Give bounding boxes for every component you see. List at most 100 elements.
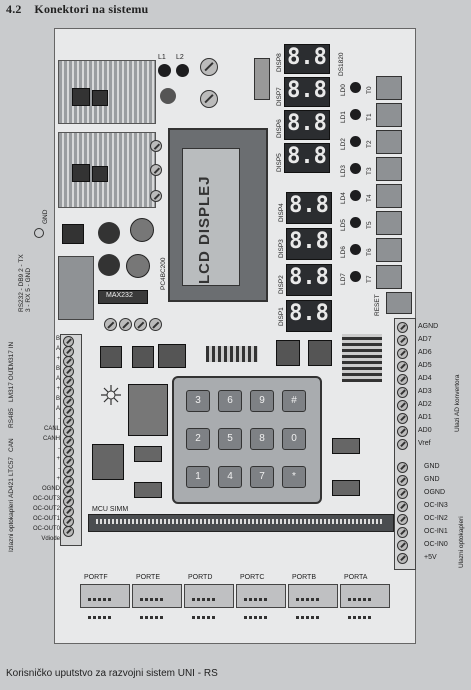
port-b-connector[interactable] (288, 584, 338, 619)
page-footer: Korisničko uputstvo za razvojni sistem U… (6, 668, 218, 679)
key-2[interactable]: 2 (186, 428, 210, 450)
key-star[interactable]: * (282, 466, 306, 488)
ic-chip (276, 340, 300, 366)
screw-icon (63, 526, 74, 537)
terminal-label: - (58, 466, 60, 472)
terminal-label: + (56, 386, 60, 392)
screw-icon (150, 140, 162, 152)
led-button-column (346, 76, 406, 296)
regulator-chip-3 (72, 164, 90, 182)
button-t2[interactable] (376, 130, 402, 154)
buzzer-icon (160, 88, 176, 104)
key-8[interactable]: 8 (250, 428, 274, 450)
port-d-label: PORTD (188, 574, 213, 581)
terminal-label: B (55, 336, 60, 342)
led-ld0 (350, 82, 361, 93)
button-t7[interactable] (376, 265, 402, 289)
ic-chip (134, 482, 162, 498)
disp8-label: DISP8 (276, 53, 283, 72)
display-right-group: 8.8 8.8 8.8 8.8 (284, 44, 334, 173)
key-3[interactable]: 3 (186, 390, 210, 412)
key-5[interactable]: 5 (218, 428, 242, 450)
led-l2 (176, 64, 189, 77)
disp1-label: DISP1 (278, 307, 285, 326)
port-f-connector[interactable] (80, 584, 130, 619)
terminal-label: - (58, 416, 60, 422)
terminal-label: AD2 (418, 401, 432, 408)
ic-chip (92, 444, 124, 480)
port-c-label: PORTC (240, 574, 265, 581)
key-hash[interactable]: # (282, 390, 306, 412)
key-6[interactable]: 6 (218, 390, 242, 412)
ld6-label: LD6 (340, 246, 347, 258)
screw-icon (397, 426, 408, 437)
screw-icon (397, 540, 408, 551)
screw-icon (150, 190, 162, 202)
terminal-label: B (55, 366, 60, 372)
screw-icon (397, 413, 408, 424)
key-9[interactable]: 9 (250, 390, 274, 412)
disp6-label: DISP6 (276, 119, 283, 138)
group-ad421: AD421 (8, 478, 15, 498)
led-ld2 (350, 136, 361, 147)
t6-label: T6 (366, 248, 373, 256)
led-ld7 (350, 271, 361, 282)
ic-chip (332, 438, 360, 454)
group-izlazni-optokapleri: Izlazni optokapleri (8, 499, 15, 552)
terminal-label: + (56, 456, 60, 462)
trimmer-icon (134, 318, 147, 331)
button-t3[interactable] (376, 157, 402, 181)
reset-button[interactable] (386, 292, 412, 314)
key-4[interactable]: 4 (218, 466, 242, 488)
port-e-label: PORTE (136, 574, 160, 581)
key-0[interactable]: 0 (282, 428, 306, 450)
screw-icon (397, 439, 408, 450)
terminal-label: B (55, 396, 60, 402)
ld2-label: LD2 (340, 138, 347, 150)
key-1[interactable]: 1 (186, 466, 210, 488)
led-l1 (158, 64, 171, 77)
screw-icon (397, 322, 408, 333)
port-a-label: PORTA (344, 574, 368, 581)
max232-label: MAX232 (106, 292, 133, 299)
port-a-connector[interactable] (340, 584, 390, 619)
terminal-label: OGND (424, 489, 445, 496)
key-7[interactable]: 7 (250, 466, 274, 488)
gnd-terminal-icon (34, 228, 44, 238)
terminal-label: A (55, 406, 60, 412)
l1-label: L1 (158, 54, 166, 61)
ic-chip (158, 344, 186, 368)
port-c-connector[interactable] (236, 584, 286, 619)
button-t1[interactable] (376, 103, 402, 127)
port-d-connector[interactable] (184, 584, 234, 619)
lcd-label: PC4BC200 (160, 257, 167, 290)
right-terminal-screws (397, 322, 411, 566)
group-can: CAN (8, 438, 15, 452)
t5-label: T5 (366, 221, 373, 229)
ic-chip (134, 446, 162, 462)
terminal-label: AD6 (418, 349, 432, 356)
terminal-label: AD0 (418, 427, 432, 434)
left-terminal-labels: B A + B A + B A - CANL CANH - + - + OGND… (26, 334, 60, 544)
terminal-label: OC-IN3 (424, 502, 448, 509)
terminal-label: OC-IN0 (424, 541, 448, 548)
screw-icon (397, 527, 408, 538)
t0-label: T0 (366, 86, 373, 94)
button-t5[interactable] (376, 211, 402, 235)
screw-icon (397, 462, 408, 473)
port-e-connector[interactable] (132, 584, 182, 619)
sun-icon (100, 384, 122, 406)
button-t6[interactable] (376, 238, 402, 262)
button-t0[interactable] (376, 76, 402, 100)
ds1820-label: DS1820 (338, 52, 345, 77)
button-t4[interactable] (376, 184, 402, 208)
terminal-label: OC-OUT3 (33, 496, 60, 502)
led-ld5 (350, 217, 361, 228)
capacitor-4-icon (126, 254, 150, 278)
group-ulazi-ad-konvertora: Ulazi AD konvertora (454, 374, 461, 432)
trimmer-icon (104, 318, 117, 331)
screw-icon (397, 501, 408, 512)
terminal-label: + (56, 476, 60, 482)
seven-seg-disp6: 8.8 (284, 110, 330, 140)
disp3-label: DISP3 (278, 239, 285, 258)
